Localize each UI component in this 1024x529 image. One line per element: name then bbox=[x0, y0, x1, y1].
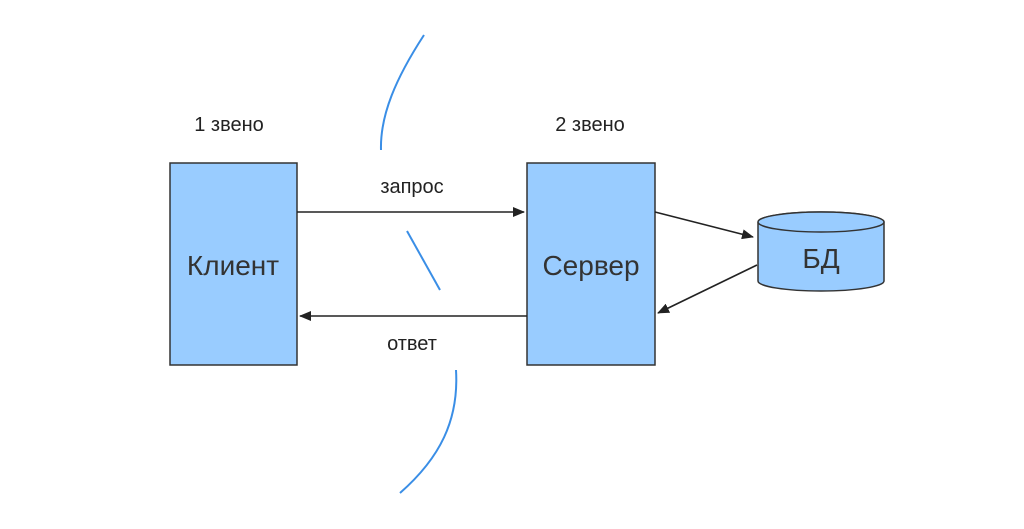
server-to-db-arrow bbox=[654, 211, 754, 240]
tier-boundary-bottom bbox=[399, 369, 458, 494]
response-label: ответ bbox=[387, 333, 437, 355]
request-label: запрос bbox=[380, 176, 443, 198]
database-cylinder bbox=[757, 211, 885, 292]
tier-2-label: 2 звено bbox=[555, 114, 625, 136]
tier-boundary-top bbox=[379, 34, 425, 151]
database-label: БД bbox=[802, 243, 839, 274]
client-box bbox=[169, 162, 298, 366]
db-to-server-arrow bbox=[657, 264, 758, 314]
server-label: Сервер bbox=[542, 250, 639, 281]
client-label: Клиент bbox=[187, 250, 279, 281]
server-box bbox=[526, 162, 656, 366]
tier-boundary-middle bbox=[406, 230, 441, 291]
tier-1-label: 1 звено bbox=[194, 114, 264, 136]
